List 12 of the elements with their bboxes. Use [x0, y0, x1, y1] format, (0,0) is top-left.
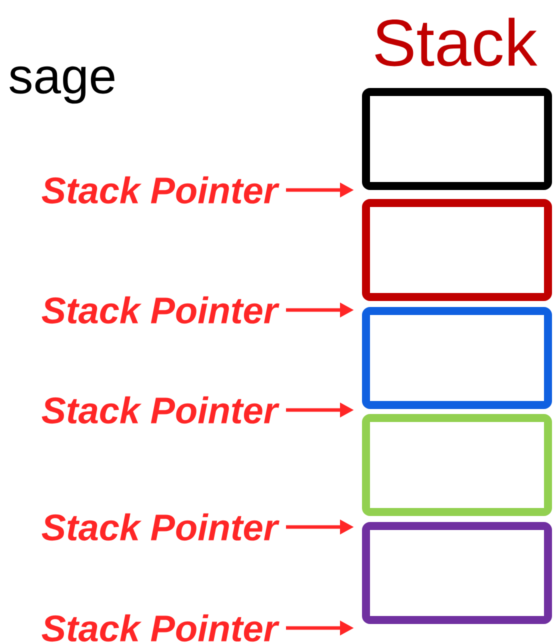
pointer-label: Stack Pointer [42, 396, 280, 424]
pointer-label: Stack Pointer [42, 513, 280, 541]
heading: Stack [375, 18, 538, 66]
heading: sage [10, 66, 114, 104]
stack-box [362, 307, 552, 409]
stack-box [362, 522, 552, 624]
pointer-label: Stack Pointer [42, 296, 280, 324]
pointer-label: Stack Pointer [42, 176, 280, 204]
stack-box [362, 88, 552, 190]
stack-box [362, 199, 552, 301]
stack-box [362, 414, 552, 516]
pointer-label: Stack Pointer [42, 614, 280, 642]
